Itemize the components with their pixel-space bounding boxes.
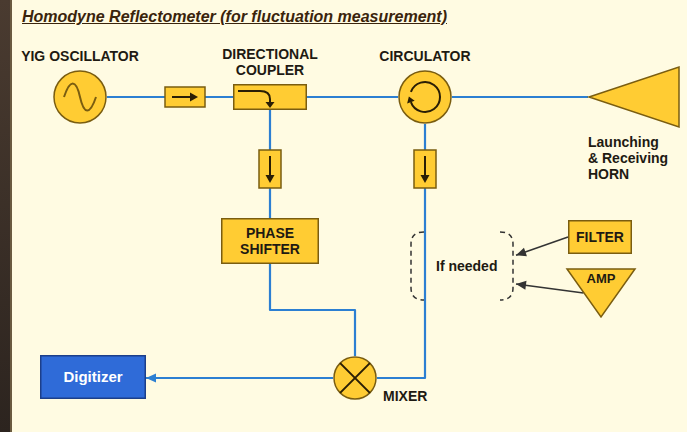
circulator-circle-shape — [398, 70, 452, 124]
dashed-bracket — [500, 232, 513, 300]
label-wrap: DIRECTIONAL COUPLER — [208, 46, 332, 78]
node-label: Launching & Receiving HORN — [588, 134, 672, 182]
circulator-outline — [399, 71, 451, 123]
oscillator-outline — [54, 71, 106, 123]
isolator-symbol — [165, 87, 205, 107]
mixer-cross — [340, 363, 370, 393]
isolator-arrowhead — [266, 175, 275, 183]
horn-antenna-shape — [588, 66, 680, 128]
dashed-bracket — [411, 232, 424, 300]
diagram-title: Homodyne Reflectometer (for fluctuation … — [22, 7, 447, 27]
oscillator-circle: YIG OSCILLATOR — [53, 70, 107, 124]
node-label: DIRECTIONAL COUPLER — [208, 46, 332, 78]
node-label: MIXER — [383, 388, 427, 404]
isolator-arrowhead — [190, 93, 198, 102]
coupler-outline — [234, 85, 307, 110]
connector-line — [269, 110, 271, 218]
isolator-arrowhead — [421, 175, 430, 183]
optional-bracket: If needed — [408, 230, 516, 302]
isolator-symbol — [414, 150, 436, 188]
mixer-circle-shape — [333, 356, 377, 400]
title-wrap: Homodyne Reflectometer (for fluctuation … — [22, 7, 447, 27]
isolator-body — [259, 150, 281, 188]
signal-connector — [146, 374, 333, 383]
isolator-arrow — [424, 156, 426, 176]
label-wrap: YIG OSCILLATOR — [21, 48, 139, 64]
amplifier-outline — [567, 269, 635, 317]
label-wrap: MIXER — [383, 388, 427, 404]
signal-connector — [516, 237, 568, 256]
signal-connector — [270, 110, 271, 218]
node-label: PHASE SHIFTER — [221, 225, 319, 257]
isolator-body — [165, 87, 205, 107]
connector-line — [270, 264, 355, 356]
node-label: Digitizer — [63, 368, 122, 386]
digitizer-box: Digitizer — [40, 355, 146, 399]
connector-line — [516, 284, 584, 293]
mixer-outline — [334, 357, 376, 399]
horn-antenna: Launching & Receiving HORN — [588, 66, 680, 128]
filter-box: FILTER — [568, 220, 632, 254]
label-wrap: CIRCULATOR — [379, 48, 470, 64]
mixer-circle: MIXER — [333, 356, 377, 400]
node-label: If needed — [436, 258, 497, 274]
node-label: CIRCULATOR — [379, 48, 470, 64]
oscillator-circle-shape — [53, 70, 107, 124]
connector-arrowhead — [516, 281, 527, 290]
connector-arrowhead — [516, 248, 527, 256]
sine-wave — [64, 84, 96, 111]
phase-shifter-box: PHASE SHIFTER — [221, 218, 319, 264]
box-outline — [222, 219, 319, 264]
directional-coupler: DIRECTIONAL COUPLER — [233, 84, 307, 110]
isolator-arrow — [172, 96, 192, 98]
node-label: AMP — [587, 271, 616, 286]
circulator-circle: CIRCULATOR — [398, 70, 452, 124]
connector-line — [516, 237, 568, 255]
horn-outline — [589, 67, 679, 127]
box-outline — [569, 221, 632, 254]
isolator-body — [414, 150, 436, 188]
circulation-arrowhead — [407, 96, 415, 103]
box-outline — [41, 356, 146, 399]
connector-line — [307, 96, 398, 98]
node-label: FILTER — [576, 229, 624, 245]
directional-coupler-shape — [233, 84, 307, 110]
coupling-arrow — [238, 91, 270, 103]
coupling-arrowhead — [266, 102, 275, 108]
signal-connector — [307, 97, 398, 98]
circulation-arc — [411, 82, 440, 112]
amp-triangle: AMP — [566, 268, 636, 318]
label-wrap: Launching & Receiving HORN — [588, 134, 672, 182]
node-label: YIG OSCILLATOR — [21, 48, 139, 64]
connector-line — [146, 377, 333, 379]
connector-arrowhead — [146, 374, 156, 383]
signal-connector — [516, 281, 584, 293]
connector-line — [452, 96, 588, 98]
signal-connector — [452, 97, 588, 98]
signal-connector — [270, 264, 355, 356]
isolator-symbol — [259, 150, 281, 188]
isolator-arrow — [269, 156, 271, 176]
